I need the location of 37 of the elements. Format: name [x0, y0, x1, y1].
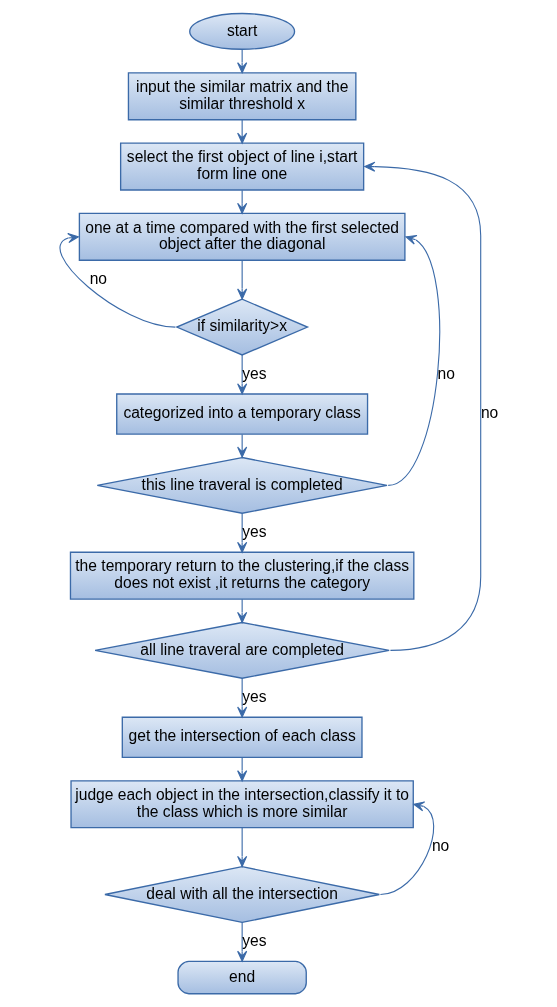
arrow	[236, 49, 247, 74]
arrow	[379, 801, 434, 896]
edge-label: no	[436, 364, 455, 382]
node-box: one at a time compared with the first selected object after the diagonal	[78, 212, 406, 261]
arrow	[236, 354, 247, 395]
arrow	[387, 234, 440, 486]
node-box: judge each object in the intersection,classify it to the class which is more similar	[69, 780, 414, 829]
arrow	[236, 598, 247, 623]
arrow	[236, 677, 247, 718]
node-diamond: deal with all the intersection	[103, 865, 380, 924]
node-diamond: if similarity>x	[174, 298, 309, 356]
node-ellipse: start	[188, 12, 295, 50]
node-box: get the intersection of each class	[121, 716, 363, 759]
arrow	[236, 922, 247, 962]
node-diamond: this line traveral is completed	[96, 456, 388, 514]
node-box: the temporary return to the clustering,if the class does not exist ,it returns the category	[69, 551, 414, 600]
node-box: input the similar matrix and the similar threshold x	[127, 72, 357, 121]
node-diamond: all line traveral are completed	[93, 621, 390, 679]
edge-label: no	[431, 837, 449, 855]
arrow	[236, 433, 247, 458]
node-box: end	[176, 960, 307, 995]
arrow	[236, 512, 247, 553]
arrow	[236, 260, 247, 300]
edge-label: yes	[241, 932, 267, 950]
edge-label: yes	[241, 522, 267, 540]
edge-label: no	[89, 269, 107, 287]
edge-label: yes	[241, 687, 267, 705]
arrow	[236, 756, 247, 782]
arrow	[363, 161, 481, 651]
node-box: select the first object of line i,start form line one	[119, 142, 364, 191]
arrow	[236, 189, 247, 214]
edge-label: no	[480, 404, 498, 422]
arrow	[236, 827, 247, 867]
node-box: categorized into a temporary class	[115, 393, 368, 435]
arrow	[236, 119, 247, 144]
edge-label: yes	[241, 364, 267, 382]
arrow	[58, 233, 176, 328]
